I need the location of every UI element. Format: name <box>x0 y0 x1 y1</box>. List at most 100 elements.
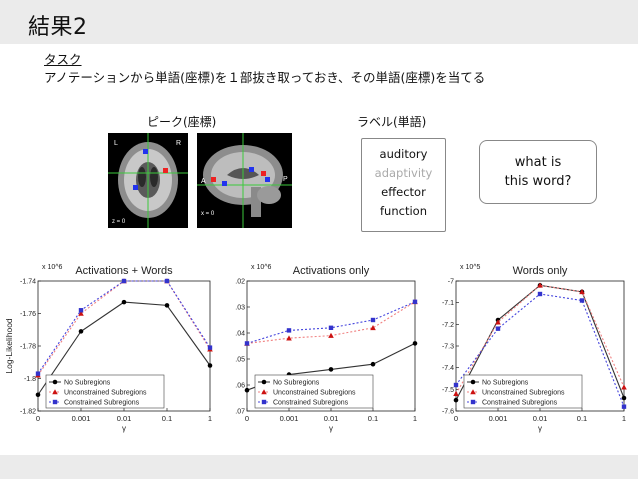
chart-2-ytick-label: -7.5 <box>442 387 454 394</box>
brain-axial-z-label: z = 0 <box>112 219 126 225</box>
brain-sagittal-a-label: A <box>201 178 206 185</box>
label-word-box: auditory adaptivity effector function <box>361 138 446 232</box>
question-line-2: this word? <box>504 174 572 189</box>
chart-0-legend <box>45 374 165 409</box>
chart-1-series-1-point <box>328 332 334 338</box>
chart-0-series-0-point <box>121 299 127 305</box>
chart-1-series-2-point <box>412 299 418 304</box>
chart-0-series-2-point <box>35 371 41 376</box>
chart-0-series-2-point <box>207 345 213 350</box>
chart-2-xtick-label: 1 <box>622 414 626 423</box>
chart-2-ytick-label: -7 <box>448 279 454 286</box>
chart-2-legend-label: Unconstrained Subregions <box>482 390 565 397</box>
chart-2-legend-label: No Subregions <box>482 380 529 387</box>
chart-1-xlabel: γ <box>329 424 333 433</box>
chart-0-legend-label: Unconstrained Subregions <box>64 390 147 397</box>
chart-2-series-2-point <box>537 291 543 297</box>
chart-1-title: Activations only <box>293 265 370 277</box>
label-word-auditory: auditory <box>379 147 428 161</box>
chart-1-series-2-point <box>328 325 334 330</box>
brain-axial-r-label: R <box>176 140 181 147</box>
chart-1-xtick-label: 1 <box>413 414 417 423</box>
chart-1-ytick-label: .03 <box>235 305 245 312</box>
question-line-1: what is <box>514 155 562 170</box>
chart-2-series-2-point <box>621 404 627 409</box>
brain-axial-l-label: L <box>114 140 118 147</box>
chart-1-xtick-label: 0.01 <box>324 414 339 423</box>
chart-1-legend-label: Constrained Subregions <box>273 400 349 407</box>
question-bubble: what is this word? <box>479 140 597 204</box>
chart-2-ytick-label: -7.3 <box>442 344 454 351</box>
chart-0-series-2-point <box>121 278 127 284</box>
brain-axial-image: L R z = 0 <box>108 133 188 228</box>
chart-1-series-0-point <box>244 387 250 393</box>
chart-1-series-2-point <box>286 328 292 333</box>
chart-1-xtick-label: 0.001 <box>280 414 299 423</box>
chart-2-xtick-label: 0 <box>454 414 458 423</box>
chart-2-series-1-point <box>495 319 501 325</box>
chart-2-series-2-point <box>453 382 459 388</box>
chart-0-series-0-point <box>164 303 170 308</box>
chart-2-exponent: x 10^5 <box>460 264 481 271</box>
chart-1-ytick-label: .07 <box>235 409 245 416</box>
chart-0-xtick-label: 0 <box>36 414 40 423</box>
chart-0-series-0-point <box>35 392 41 398</box>
chart-1-xtick-label: 0.1 <box>368 414 378 423</box>
chart-2-series-0-point <box>621 395 627 401</box>
slide-title: 結果2 <box>28 15 88 40</box>
footer-bar <box>0 455 638 479</box>
brain-sagittal-image: A P x = 0 <box>197 133 292 228</box>
label-header: ラベル(単語) <box>357 115 427 129</box>
chart-0-exponent: x 10^6 <box>42 264 63 271</box>
chart-2-xlabel: γ <box>538 424 542 433</box>
chart-0-legend-marker <box>52 399 58 405</box>
task-text: アノテーションから単語(座標)を１部抜き取っておき、その単語(座標)を当てる <box>44 70 486 85</box>
brain-sagittal-p-label: P <box>283 176 288 183</box>
chart-0-legend-label: No Subregions <box>64 380 111 387</box>
chart-1-series-2-point <box>244 341 250 346</box>
chart-0-ytick-label: -1.74 <box>20 279 36 286</box>
chart-0-legend-marker <box>52 389 58 395</box>
chart-0-series-1-point <box>78 310 84 316</box>
chart-2-series-1-point <box>537 282 543 288</box>
chart-2-series-1-point <box>579 289 585 295</box>
chart-0-xlabel: γ <box>122 424 126 433</box>
chart-0-ytick-label: -1.76 <box>20 311 36 318</box>
chart-2-legend-label: Constrained Subregions <box>482 400 558 407</box>
chart-2-xtick-label: 0.001 <box>489 414 508 423</box>
chart-0-legend-label: Constrained Subregions <box>64 400 140 407</box>
title-bar: 結果2 <box>0 0 638 44</box>
chart-1-exponent: x 10^6 <box>251 264 272 271</box>
chart-0-xtick-label: 0.1 <box>162 414 172 423</box>
chart-2-legend-marker <box>470 399 476 405</box>
chart-0-series-2-point <box>164 278 170 284</box>
chart-1-legend-marker <box>261 379 267 385</box>
chart-2-xtick-label: 0.1 <box>577 414 587 423</box>
chart-2-series-2-point <box>579 298 585 303</box>
chart-2-ytick-label: -7.1 <box>442 300 454 307</box>
chart-0-ytick-label: -1.8 <box>24 376 36 383</box>
chart-1-ytick-label: .06 <box>235 383 245 390</box>
chart-0-ylabel: Log-Likelihood <box>4 318 14 374</box>
chart-1-legend <box>254 374 374 409</box>
chart-1-legend-label: No Subregions <box>273 380 320 387</box>
chart-0-series-0-point <box>207 363 213 368</box>
chart-0-series-0-point <box>78 329 84 334</box>
label-word-adaptivity: adaptivity <box>374 166 433 180</box>
chart-0-xtick-label: 0.01 <box>117 414 132 423</box>
chart-1-legend-marker <box>261 389 267 395</box>
chart-1-series-2-line <box>246 301 416 344</box>
chart-1-series-0-point <box>412 341 418 346</box>
chart-1-legend-marker <box>261 399 267 405</box>
chart-2-series-0-point <box>453 397 459 403</box>
task-heading: タスク <box>44 52 82 67</box>
chart-0-series-2-point <box>78 308 84 313</box>
chart-1-ytick-label: .02 <box>235 279 245 286</box>
chart-1-series-0-point <box>328 367 334 372</box>
brain-sagittal-x-label: x = 0 <box>201 211 215 217</box>
task-description: タスク アノテーションから単語(座標)を１部抜き取っておき、その単語(座標)を当… <box>44 51 485 87</box>
chart-0-ytick-label: -1.78 <box>20 344 36 351</box>
chart-2-series-1-point <box>453 390 459 396</box>
chart-1-ytick-label: .05 <box>235 357 245 364</box>
label-word-function: function <box>380 204 427 218</box>
